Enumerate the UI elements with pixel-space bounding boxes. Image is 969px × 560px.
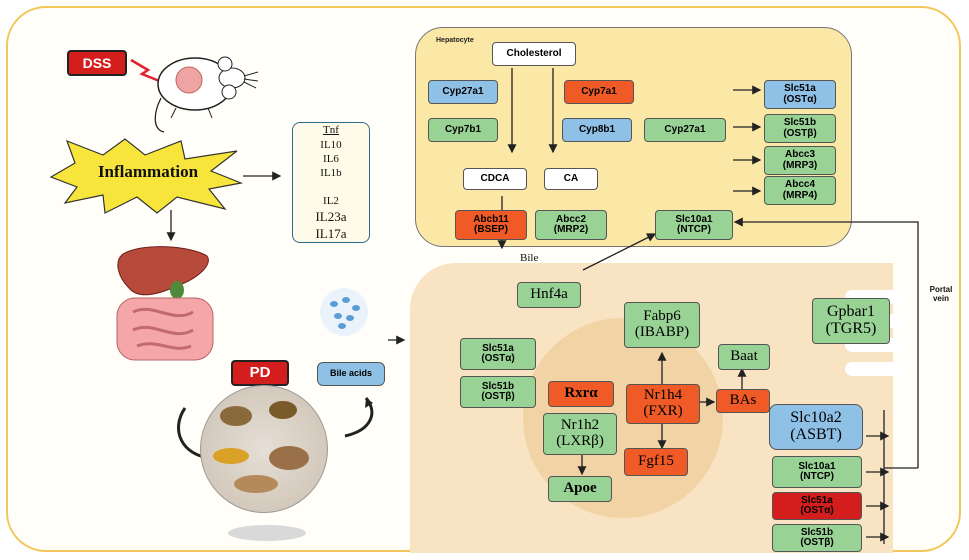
cyp7a1-box: Cyp7a1 [564,80,634,104]
cyp7b1-box: Cyp7b1 [428,118,498,142]
dss-label: DSS [67,50,127,76]
bile-acid-particles [320,288,368,336]
hnf4a-box: Hnf4a [517,282,581,308]
abcc2-box: Abcc2 (MRP2) [535,210,607,240]
fgf15-box: Fgf15 [624,448,688,476]
slc51b-hepatocyte-box: Slc51b (OSTβ) [764,114,836,143]
slc51b-bottom-box: Slc51b (OSTβ) [772,524,862,552]
abcc3-box: Abcc3 (MRP3) [764,146,836,175]
shadow [228,525,306,541]
cytokine-box: Tnf IL10 IL6 IL1b IL2 IL23a IL17a [292,122,370,243]
abcc4-box: Abcc4 (MRP4) [764,176,836,205]
slc10a1-enterocyte-box: Slc10a1 (NTCP) [772,456,862,488]
nr1h2-lxrb-box: Nr1h2 (LXRβ) [543,413,617,455]
liver-intestine-illustration [116,246,214,361]
nr1h4-fxr-box: Nr1h4 (FXR) [626,384,700,424]
cytokine-il2: IL2 [323,195,339,207]
cytokine-il6: IL6 [323,153,339,165]
cdca-box: CDCA [463,168,527,190]
cytokine-il10: IL10 [320,139,342,151]
cytokine-il1b: IL1b [320,167,342,179]
cholesterol-box: Cholesterol [492,42,576,66]
cyp27a1-left-box: Cyp27a1 [428,80,498,104]
fabp6-box: Fabp6 (IBABP) [624,302,700,348]
bas-box: BAs [716,389,770,413]
bile-acids-label: Bile acids [317,362,385,386]
cytokine-il17a: IL17a [315,226,347,241]
slc10a1-hepatocyte-box: Slc10a1 (NTCP) [655,210,733,240]
inflammation-burst [49,138,244,214]
herbal-medicine-image [200,385,328,513]
abcb11-box: Abcb11 (BSEP) [455,210,527,240]
slc51a-red-box: Slc51a (OSTα) [772,492,862,520]
pd-label: PD [231,360,289,386]
ca-box: CA [544,168,598,190]
gpbar1-box: Gpbar1 (TGR5) [812,298,890,344]
rxra-box: Rxrα [548,381,614,407]
slc51a-hepatocyte-box: Slc51a (OSTα) [764,80,836,109]
slc10a2-asbt-box: Slc10a2 (ASBT) [769,404,863,450]
apoe-box: Apoe [548,476,612,502]
cytokine-il23a: IL23a [315,209,347,224]
mouse-illustration [130,56,259,133]
cytokine-tnf: Tnf [323,124,339,136]
slc51a-enterocyte-box: Slc51a (OSTα) [460,338,536,370]
bile-label: Bile [520,252,539,264]
portal-vein-label: Portal vein [929,285,953,303]
baat-box: Baat [718,344,770,370]
inflammation-label: Inflammation [97,162,199,181]
cyp8b1-box: Cyp8b1 [562,118,632,142]
hepatocyte-label: Hepatocyte [436,37,474,44]
cyp27a1-right-box: Cyp27a1 [644,118,726,142]
slc51b-enterocyte-box: Slc51b (OSTβ) [460,376,536,408]
